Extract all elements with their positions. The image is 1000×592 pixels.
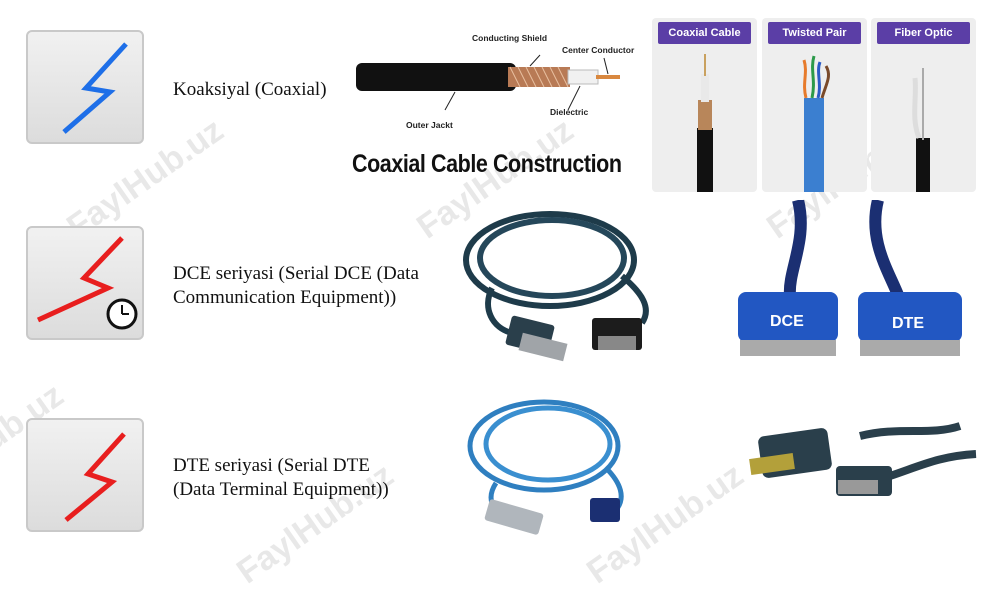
outer-jacket-label: Outer Jackt — [406, 120, 453, 130]
cable-type-coaxial-header: Coaxial Cable — [658, 22, 751, 44]
cable-type-twisted-pair-header: Twisted Pair — [768, 22, 861, 44]
dce-dte-connectors-photo: DCE DTE — [738, 200, 962, 356]
dce-connector-label: DCE — [770, 313, 804, 330]
dte-connector-label: DTE — [892, 315, 924, 332]
coaxial-connection-tile[interactable] — [26, 30, 144, 144]
coaxial-connection-icon — [62, 42, 128, 134]
serial-dte-label-line2: (Data Terminal Equipment)) — [173, 479, 389, 500]
dielectric-label: Dielectric — [550, 107, 589, 117]
shield-label: Conducting Shield — [472, 33, 548, 43]
cable-type-twisted-pair: Twisted Pair — [762, 18, 867, 192]
serial-dce-label: DCE seriyasi (Serial DCE (Data Communica… — [173, 262, 419, 310]
serial-dte-connection-icon — [64, 432, 126, 522]
serial-dte-label-line1: DTE seriyasi (Serial DTE — [173, 455, 370, 476]
coaxial-label: Koaksiyal (Coaxial) — [173, 79, 327, 100]
serial-dte-connection-tile[interactable] — [26, 418, 144, 532]
serial-dce-label-line2: Communication Equipment)) — [173, 287, 397, 308]
serial-dte-label: DTE seriyasi (Serial DTE (Data Terminal … — [173, 454, 389, 502]
coaxial-cable-photo — [697, 54, 713, 192]
coax-cable-illustration — [356, 54, 620, 111]
twisted-pair-cable-photo — [802, 55, 830, 192]
dce-serial-cable-photo — [463, 211, 649, 362]
cable-type-fiber-optic: Fiber Optic — [871, 18, 976, 192]
serial-dce-connection-tile[interactable] — [26, 226, 144, 340]
fiber-optic-cable-photo — [912, 68, 930, 192]
serial-dce-connection-icon — [36, 236, 138, 330]
coax-diagram-title: Coaxial Cable Construction — [352, 150, 622, 178]
cable-type-coaxial: Coaxial Cable — [652, 18, 757, 192]
dte-connectors-photo — [749, 422, 977, 496]
dte-serial-cable-photo — [467, 399, 624, 535]
serial-dce-label-line1: DCE seriyasi (Serial DCE (Data — [173, 263, 419, 284]
coax-diagram: Conducting Shield Center Conductor Outer… — [350, 30, 650, 140]
center-conductor-label: Center Conductor — [562, 45, 635, 55]
cable-type-fiber-optic-header: Fiber Optic — [877, 22, 970, 44]
